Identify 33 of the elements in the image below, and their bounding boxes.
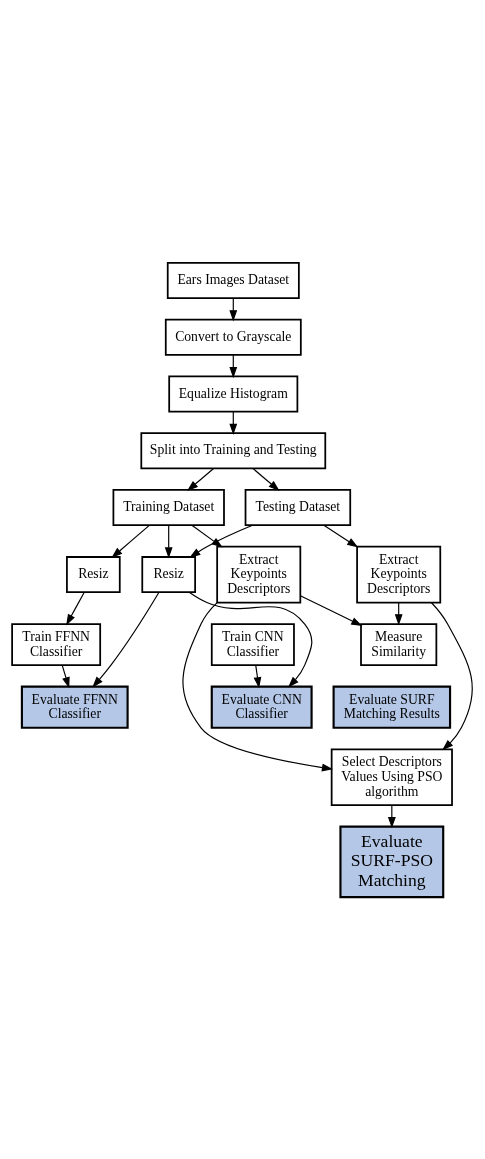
node-box: Convert to Grayscale [164, 318, 302, 356]
arrow [111, 524, 150, 558]
arrow [188, 591, 313, 688]
arrow [61, 664, 70, 688]
node-box: Extract Keypoints Descriptors [216, 545, 302, 603]
node-box: Resiz [141, 555, 196, 593]
node-box: Testing Dataset [244, 488, 352, 526]
node-box: Training Dataset [112, 488, 225, 526]
arrow [189, 524, 254, 558]
arrow [186, 467, 215, 491]
node-box: Evaluate SURF Matching Results [332, 685, 452, 729]
node-box: Measure Similarity [360, 622, 438, 666]
arrow [253, 664, 262, 688]
node-box: Train FFNN Classifier [11, 622, 102, 666]
node-box: Ears Images Dataset [166, 261, 300, 299]
arrow [252, 467, 280, 491]
node-box: Evaluate FFNN Classifier [20, 685, 129, 729]
arrow [164, 524, 173, 558]
arrow [299, 594, 363, 626]
node-box: Extract Keypoints Descriptors [356, 545, 442, 603]
node-box: Resiz [66, 555, 121, 593]
node-box: Split into Training and Testing [140, 431, 327, 469]
node-box: Evaluate CNN Classifier [210, 685, 313, 729]
node-box: Equalize Histogram [168, 375, 299, 413]
arrow [92, 591, 160, 688]
arrow [66, 591, 85, 625]
arrow [430, 601, 473, 750]
arrow [323, 524, 359, 548]
arrow [191, 524, 223, 548]
arrow [182, 601, 334, 771]
node-box: Evaluate SURF-PSO Matching [339, 825, 445, 898]
node-box: Select Descriptors Values Using PSO algorithm [330, 747, 453, 806]
node-box: Train CNN Classifier [210, 622, 295, 666]
